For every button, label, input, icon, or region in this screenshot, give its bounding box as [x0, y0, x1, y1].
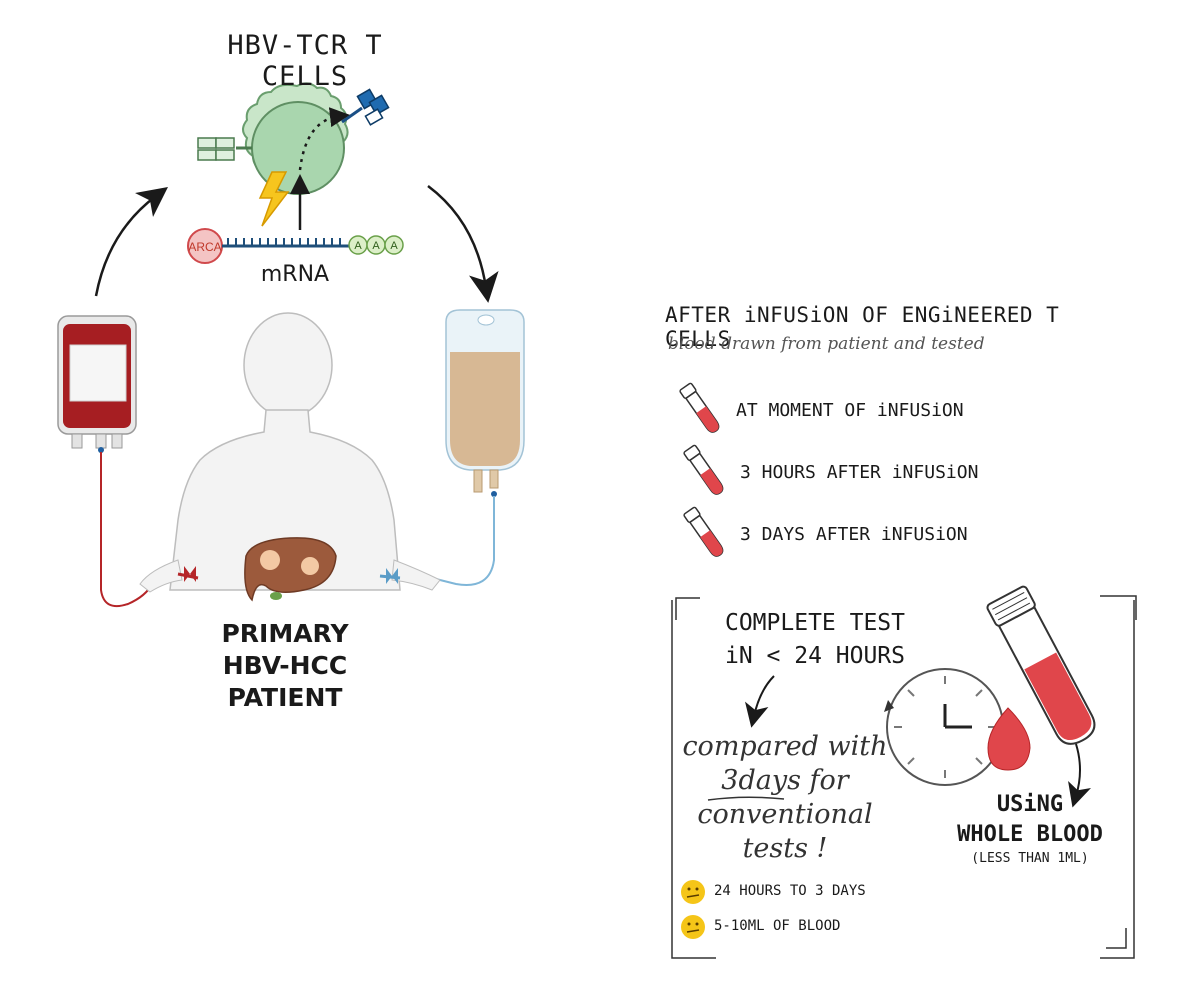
big-blood-tube-icon: [986, 585, 1096, 745]
iv-bag-icon: [445, 309, 525, 497]
timepoint-label: AT MOMENT OF iNFUSiON: [736, 400, 964, 421]
complete-test-label: COMPLETE TEST iN < 24 HOURS: [700, 607, 930, 673]
complete-line: COMPLETE TEST: [724, 610, 905, 636]
conventional-item: 24 HOURS TO 3 DAYS: [714, 883, 866, 899]
needle-left-icon: [177, 566, 199, 582]
blood-bag-icon: [57, 315, 137, 453]
infusion-subtitle: blood drawn from patient and tested: [668, 334, 985, 354]
clock-icon: [884, 668, 1004, 786]
underline-3days: [707, 796, 785, 801]
needle-right-icon: [379, 568, 401, 584]
arrow-to-whole-blood: [1068, 743, 1091, 808]
mrna-label: mRNA: [260, 262, 330, 287]
complete-line: iN < 24 HOURS: [724, 643, 905, 669]
patient-line: PATIENT: [227, 683, 343, 712]
t-cell-icon: [197, 82, 390, 230]
blood-line: [100, 452, 153, 608]
using-line: WHOLE BLOOD: [957, 822, 1103, 847]
blood-tube-icon: [683, 444, 724, 495]
timepoint-label: 3 DAYS AFTER iNFUSiON: [740, 524, 968, 545]
test-box-frame: [671, 595, 1137, 959]
arrow-to-compared: [745, 675, 775, 728]
infusion-title: AFTER iNFUSiON OF ENGiNEERED T CELLS: [665, 303, 1060, 351]
polya-label: A: [390, 240, 398, 252]
patient-body-icon: [139, 312, 441, 593]
cycle-arrow-up: [94, 186, 168, 297]
neutral-face-icon: [681, 915, 705, 939]
iv-line: [431, 496, 495, 586]
blood-tube-icon: [679, 382, 720, 433]
lightning-icon: [258, 171, 290, 227]
compared-line: tests !: [742, 833, 828, 864]
polya-label: A: [372, 240, 380, 252]
less-than-label: (LESS THAN 1ML): [971, 851, 1089, 866]
patient-label: PRIMARY HBV-HCC PATIENT: [190, 618, 380, 714]
compared-line: conventional: [697, 799, 873, 830]
cycle-arrow-down: [427, 185, 499, 303]
polya-label: A: [354, 240, 362, 252]
tcell-title: HBV-TCR T CELLS: [227, 30, 383, 92]
patient-line: PRIMARY: [221, 619, 349, 648]
timepoint-label: 3 HOURS AFTER iNFUSiON: [740, 462, 979, 483]
neutral-face-icon: [681, 880, 705, 904]
compared-line: compared with: [682, 731, 888, 762]
compared-line: 3days for: [721, 765, 849, 796]
arca-label: ARCA: [188, 240, 221, 254]
mrna-strand-icon: [187, 228, 404, 264]
blood-drop-icon: [987, 707, 1031, 771]
conventional-item: 5-10ML OF BLOOD: [714, 918, 841, 934]
compared-note: compared with 3days for conventional tes…: [680, 730, 890, 866]
patient-line: HBV-HCC: [222, 651, 348, 680]
whole-blood-label: USiNG WHOLE BLOOD: [945, 790, 1115, 850]
blood-tube-icon: [683, 506, 724, 557]
liver-icon: [244, 537, 337, 602]
using-line: USiNG: [996, 792, 1064, 817]
